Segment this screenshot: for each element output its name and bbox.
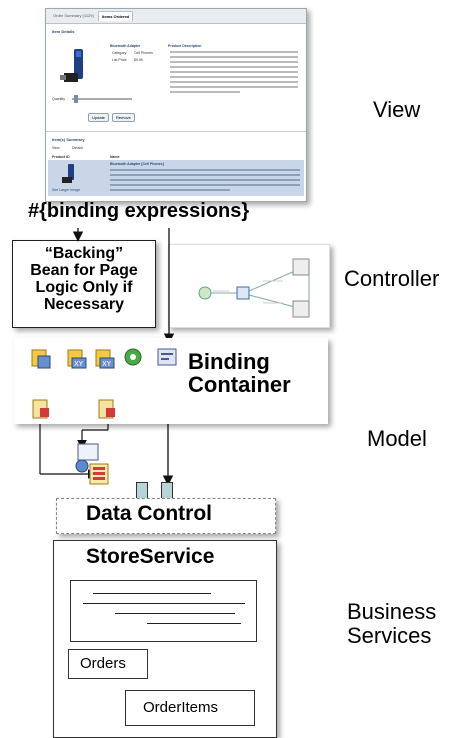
backing-bean-line-2: Bean for Page [30, 262, 138, 279]
update-button[interactable]: Update [88, 113, 109, 122]
remove-button[interactable]: Remove [112, 113, 135, 122]
executable-binding-icon-2 [98, 399, 115, 419]
bluetooth-adapter-image [60, 49, 83, 82]
view-screenshot: Order Summary (1129) Items Ordered Item … [45, 8, 307, 202]
view-menu[interactable]: View [52, 146, 60, 150]
binding-expressions-label: #{binding expressions} [28, 200, 250, 222]
binding-container-label: Binding Container [188, 350, 291, 396]
binding-container-line-1: Binding [188, 349, 270, 374]
tab-order-summary[interactable]: Order Summary (1129) [53, 13, 94, 18]
backing-bean-line-3: Logic Only if [35, 279, 133, 296]
data-control-box [56, 498, 276, 534]
orderitems-entity-box [125, 690, 255, 726]
tab-items-ordered[interactable]: Items Ordered [98, 11, 134, 21]
quantity-slider-thumb[interactable] [74, 95, 78, 103]
layer-label-view: View [373, 97, 421, 122]
layer-label-controller: Controller [344, 266, 440, 291]
binding-container-line-2: Container [188, 372, 291, 397]
col-header-name: Name [110, 155, 120, 159]
item-details-heading: Item Details [52, 29, 75, 34]
row-product-thumbnail [62, 164, 74, 183]
layer-label-business-services: Business Services [347, 600, 436, 648]
business-line-1: Business [347, 599, 437, 624]
task-flow-graph [198, 258, 310, 318]
executable-binding-icon [32, 399, 49, 419]
col-header-product-id: Product ID [52, 155, 70, 159]
list-price-value: $9.99 [134, 58, 143, 62]
category-label: Category: [112, 51, 128, 55]
svg-text:XY: XY [102, 360, 112, 368]
binding-container-panel: XY XY [14, 338, 328, 424]
orders-entity-box [68, 649, 148, 679]
orders-label: Orders [80, 655, 126, 672]
row-product-title: Bluetooth Adapter [Cell Phones] [110, 162, 164, 166]
form-binding-icon [157, 348, 177, 366]
xy-binding-icon-2: XY [95, 349, 115, 369]
tab-bar: Order Summary (1129) Items Ordered [46, 9, 306, 24]
backing-bean-line-1: “Backing” [44, 245, 124, 262]
quantity-slider[interactable] [72, 98, 132, 100]
detach-button[interactable]: Detach [72, 146, 84, 150]
layer-label-model: Model [367, 426, 427, 451]
business-line-2: Services [347, 623, 432, 648]
list-price-label: List Price: [112, 58, 128, 62]
view-node-icon-2 [292, 300, 310, 318]
quantity-label: Quantity [52, 97, 66, 101]
data-control-label: Data Control [86, 502, 212, 525]
data-control-method-icon [75, 443, 109, 485]
category-value: Cell Phones [134, 51, 153, 55]
view-node-icon [292, 258, 310, 276]
orderitems-label: OrderItems [143, 699, 219, 716]
controller-flow-diagram [168, 244, 330, 328]
service-interface-document [70, 580, 257, 642]
item-summary-heading: Item(s) Summary [52, 137, 85, 142]
gear-icon [124, 348, 142, 366]
start-node-icon [198, 286, 212, 300]
iterator-binding-icon [31, 349, 51, 369]
product-name: Bluetooth Adapter [110, 44, 141, 48]
store-service-title: StoreService [86, 545, 215, 568]
see-larger-image-link[interactable]: See Larger Image [52, 188, 81, 192]
section-divider [46, 131, 306, 132]
backing-bean-box: “Backing” Bean for Page Logic Only if Ne… [12, 240, 156, 328]
router-node-icon [236, 286, 250, 300]
backing-bean-line-4: Necessary [43, 296, 125, 313]
svg-text:XY: XY [74, 360, 84, 368]
xy-binding-icon: XY [67, 349, 87, 369]
product-description-title: Product Description [168, 44, 202, 48]
